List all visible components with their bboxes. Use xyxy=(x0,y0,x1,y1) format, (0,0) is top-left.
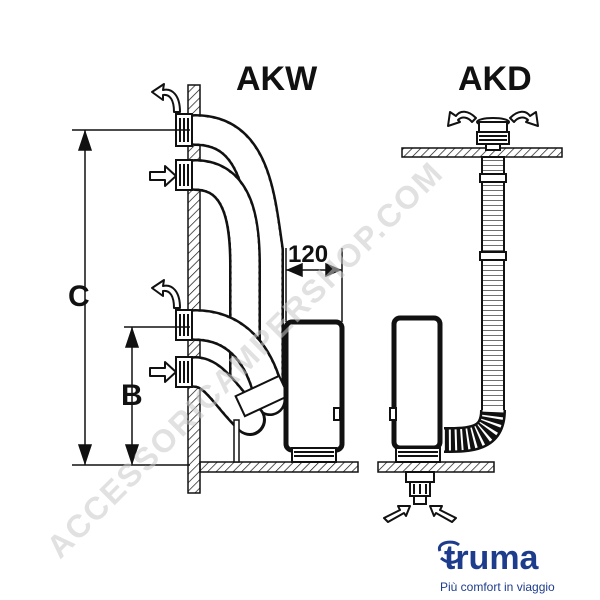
dimension-120 xyxy=(285,248,343,322)
truma-logo-mark xyxy=(437,540,463,564)
akw-floor xyxy=(199,461,359,473)
akw-exhaust-arrow-lower xyxy=(151,279,181,309)
truma-wordmark: truma xyxy=(444,539,540,577)
dimension-120-label: 120 xyxy=(288,241,328,268)
akd-title: AKD xyxy=(458,60,532,98)
akw-diagram: C B 120 AKW xyxy=(68,60,359,494)
akd-vertical-duct xyxy=(479,156,507,413)
akw-heater xyxy=(283,319,345,463)
akw-air-arrows xyxy=(149,83,181,383)
akd-floor-intake xyxy=(405,471,435,505)
akd-roof-arrows xyxy=(447,110,539,127)
dimension-c-label: C xyxy=(68,280,90,313)
akd-heater xyxy=(389,315,443,463)
akw-exhaust-arrow-upper xyxy=(151,83,181,113)
akw-intake-arrow-lower xyxy=(149,361,177,383)
akw-intake-arrow-upper xyxy=(149,165,177,187)
dimension-b-label: B xyxy=(121,379,143,412)
truma-tagline: Più comfort in viaggio xyxy=(440,580,555,594)
dimension-c xyxy=(72,129,190,466)
akd-intake-arrows xyxy=(383,505,457,523)
akd-diagram: AKD xyxy=(377,60,563,523)
truma-logo: truma Più comfort in viaggio xyxy=(437,539,555,594)
akd-floor xyxy=(377,461,495,473)
akw-title: AKW xyxy=(236,60,318,98)
dimension-b xyxy=(124,326,190,466)
akd-roof-cowl xyxy=(476,117,510,151)
akw-support xyxy=(233,419,240,463)
akd-duct-bend xyxy=(443,408,506,453)
